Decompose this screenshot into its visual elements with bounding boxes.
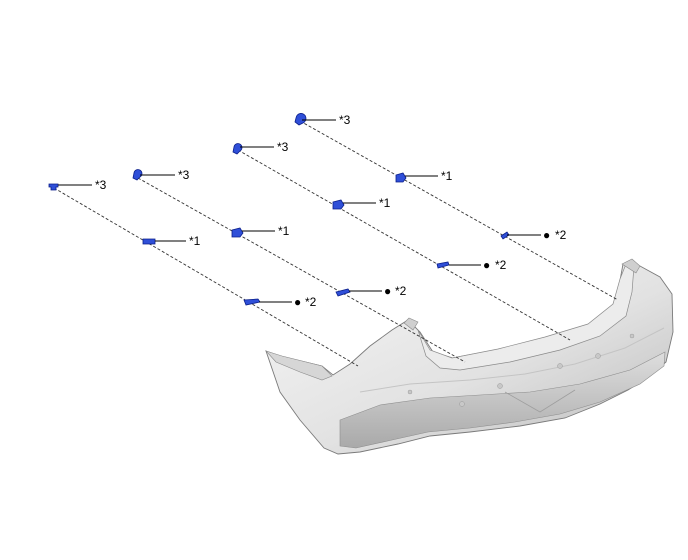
callout-label: *3 <box>178 168 190 182</box>
callout-marker: ● <box>483 258 490 272</box>
install-line-4 <box>299 120 619 301</box>
callouts: *3 *3 *3 *3 *1 *1 *1 *1 ● *2 ● *2 ● *2 ●… <box>95 113 567 309</box>
sensor-hole <box>497 383 503 389</box>
callout-label: *3 <box>95 178 107 192</box>
callout-marker: ● <box>294 295 301 309</box>
callout-label: *2 <box>395 284 407 298</box>
sensor-hole <box>459 401 465 407</box>
clip-icon <box>142 238 156 245</box>
sensor-hole <box>629 333 635 339</box>
bumper-crease <box>359 327 665 393</box>
bumper-center-notch <box>504 389 576 413</box>
clip-icon <box>335 288 351 297</box>
installation-lines <box>53 120 619 367</box>
callout-label: *1 <box>441 169 453 183</box>
callout-label: *3 <box>339 113 351 127</box>
bumper-lower-band <box>339 351 666 449</box>
callout-label: *1 <box>189 234 201 248</box>
callout-label: *1 <box>379 196 391 210</box>
bumper-right-tab <box>621 258 641 274</box>
callout-label: *2 <box>495 258 507 272</box>
sensor-hole <box>595 353 601 359</box>
callout-marker: ● <box>384 284 391 298</box>
clip-icon <box>243 298 261 306</box>
bumper-left-flange <box>265 350 333 381</box>
install-line-3 <box>237 149 571 341</box>
callout-label: *3 <box>277 140 289 154</box>
sensor-hole <box>557 363 563 369</box>
bumper-left-tab <box>403 317 419 331</box>
callout-marker: ● <box>543 228 550 242</box>
leader-lines <box>58 119 541 303</box>
clip-icon <box>132 169 143 181</box>
clip-icon <box>395 172 407 183</box>
sensor-hole <box>407 389 413 395</box>
clip-icon <box>231 227 244 238</box>
clip-icon <box>232 143 243 155</box>
callout-label: *2 <box>555 228 567 242</box>
install-line-2 <box>137 177 466 363</box>
clip-icon <box>332 199 345 210</box>
clip-icon <box>294 113 307 126</box>
callout-label: *2 <box>305 295 317 309</box>
callout-label: *1 <box>278 224 290 238</box>
install-line-1 <box>53 187 359 367</box>
rear-bumper-cover <box>265 258 674 455</box>
